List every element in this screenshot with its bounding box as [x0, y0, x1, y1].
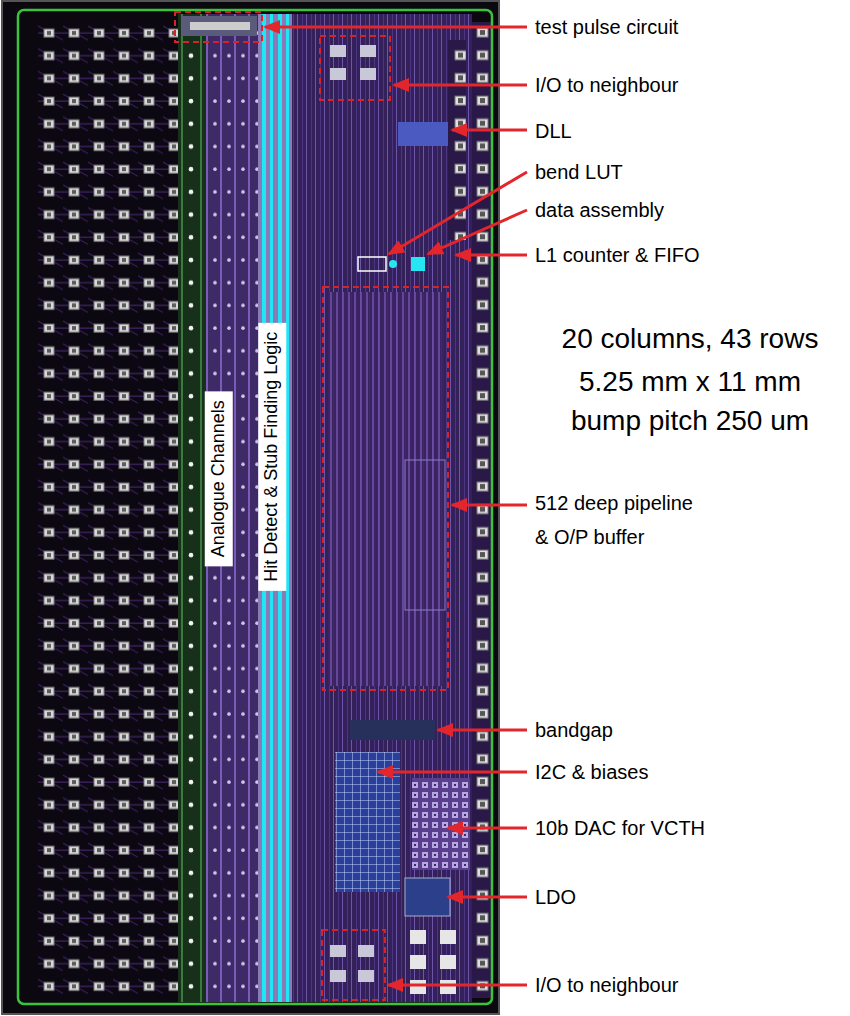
chip-spec: 20 columns, 43 rows	[530, 321, 850, 356]
callout-label: I/O to neighbour	[535, 973, 678, 998]
callout-label: 512 deep pipeline & O/P buffer	[535, 486, 707, 554]
callout-label: L1 counter & FIFO	[535, 243, 700, 268]
callout-label: 10b DAC for VCTH	[535, 816, 705, 841]
chip-spec: bump pitch 250 um	[530, 403, 850, 438]
block-label-box: Hit Detect & Stub Finding Logic	[258, 323, 286, 591]
callout-label: I/O to neighbour	[535, 73, 678, 98]
callout-label: bandgap	[535, 718, 613, 743]
block-name: Hit Detect & Stub Finding Logic	[261, 332, 281, 582]
callout-label: I2C & biases	[535, 760, 648, 785]
callout-label: LDO	[535, 885, 576, 910]
block-name: Analogue Channels	[208, 400, 228, 557]
block-label-box: Analogue Channels	[205, 391, 233, 566]
callout-label: data assembly	[535, 198, 664, 223]
callout-label: DLL	[535, 119, 572, 144]
callout-label: bend LUT	[535, 160, 623, 185]
chip-spec: 5.25 mm x 11 mm	[530, 364, 850, 399]
callout-label: test pulse circuit	[535, 15, 678, 40]
